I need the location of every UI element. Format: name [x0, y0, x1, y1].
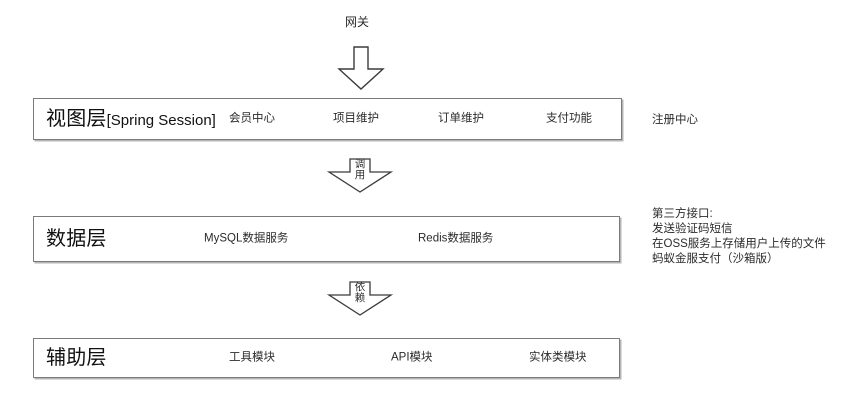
support-layer-box: 辅助层 工具模块 API模块 实体类模块	[33, 338, 620, 378]
data-layer-title-main: 数据层	[46, 228, 107, 250]
third-party-note-line-3: 在OSS服务上存储用户上传的文件	[652, 238, 826, 250]
third-party-note-line-4: 蚂蚁金服支付（沙箱版）	[652, 253, 779, 265]
invoke-arrow: 调 用	[327, 158, 393, 194]
view-layer-title: 视图层[Spring Session]	[46, 109, 216, 129]
view-layer-module-member-center: 会员中心	[229, 112, 275, 125]
support-layer-module-entity: 实体类模块	[529, 351, 587, 364]
depend-arrow: 依 赖	[327, 281, 393, 317]
data-layer-module-mysql: MySQL数据服务	[204, 232, 289, 245]
support-layer-module-tools: 工具模块	[229, 351, 275, 364]
support-layer-title-main: 辅助层	[46, 347, 107, 369]
registry-note: 注册中心	[652, 113, 698, 128]
gateway-arrow	[336, 46, 386, 91]
gateway-arrow-caption: 网关	[345, 15, 370, 29]
third-party-note-line-1: 第三方接口:	[652, 208, 713, 220]
view-layer-module-order-maintenance: 订单维护	[438, 112, 484, 125]
registry-note-line-1: 注册中心	[652, 114, 698, 126]
data-layer-module-redis: Redis数据服务	[418, 232, 494, 245]
view-layer-box: 视图层[Spring Session] 会员中心 项目维护 订单维护 支付功能	[33, 98, 622, 140]
data-layer-title: 数据层	[46, 229, 107, 249]
third-party-note: 第三方接口: 发送验证码短信 在OSS服务上存储用户上传的文件 蚂蚁金服支付（沙…	[652, 207, 826, 267]
third-party-note-line-2: 发送验证码短信	[652, 223, 733, 235]
view-layer-title-main: 视图层	[46, 108, 107, 130]
support-layer-module-api: API模块	[391, 351, 433, 364]
view-layer-module-project-maintenance: 项目维护	[333, 112, 379, 125]
view-layer-title-sub: [Spring Session]	[106, 112, 216, 129]
support-layer-title: 辅助层	[46, 348, 107, 368]
data-layer-box: 数据层 MySQL数据服务 Redis数据服务	[33, 216, 620, 262]
view-layer-module-payment-function: 支付功能	[546, 112, 592, 125]
